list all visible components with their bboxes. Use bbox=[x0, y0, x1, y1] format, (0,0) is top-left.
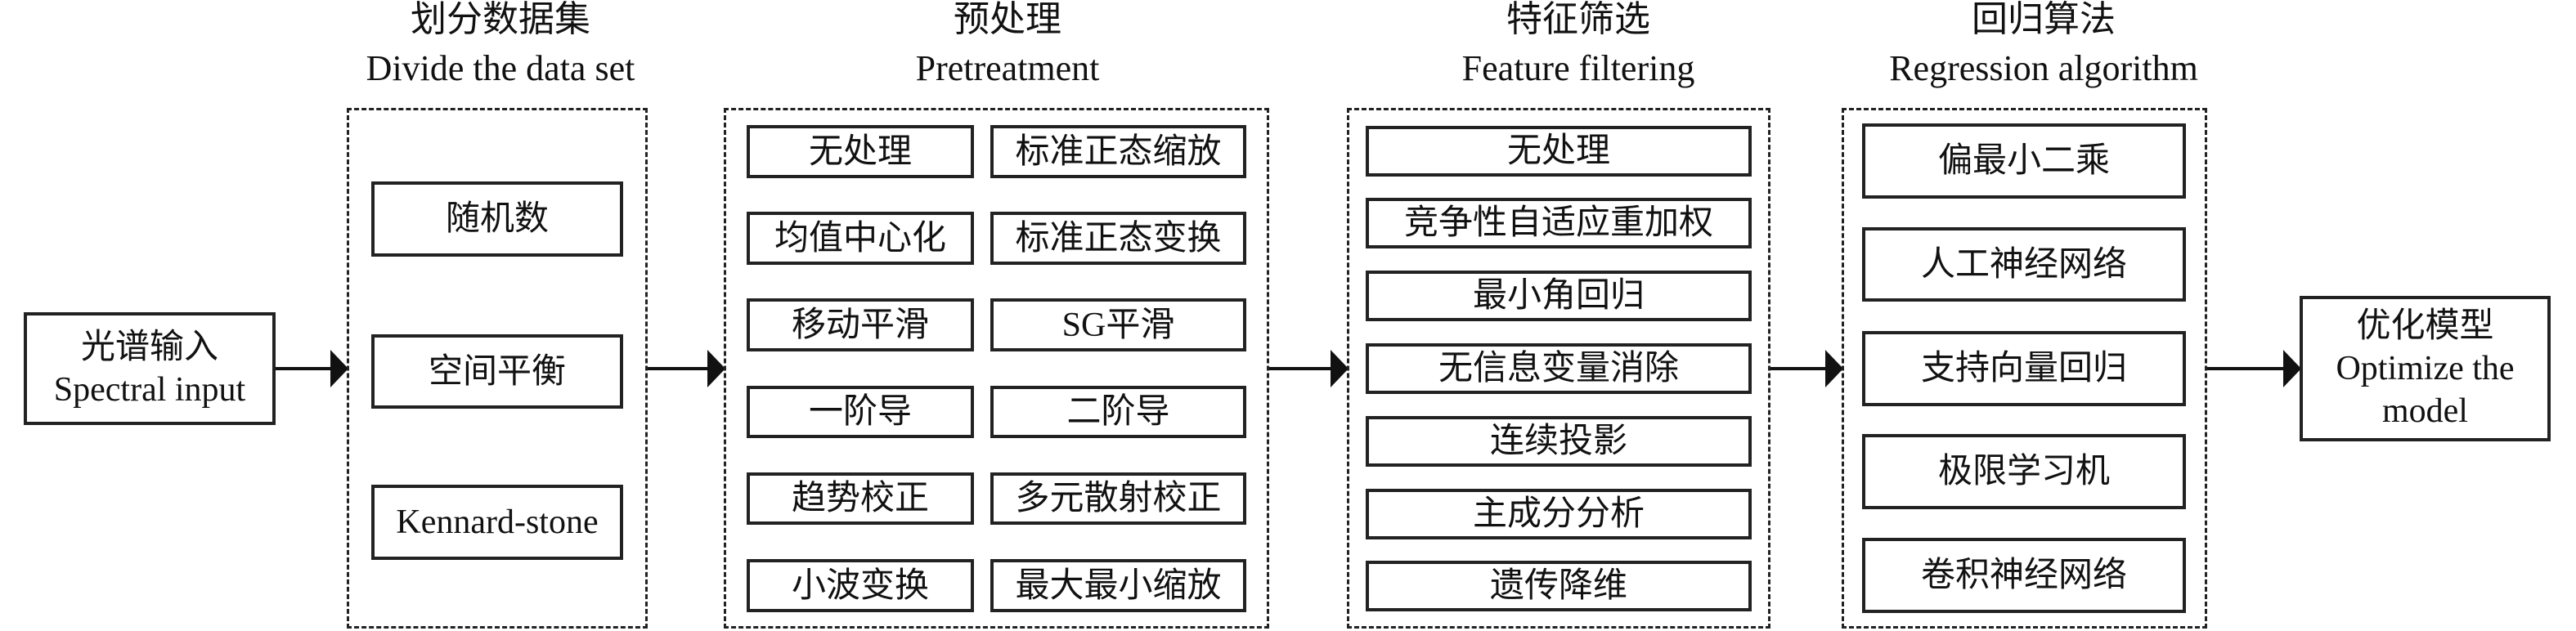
feature-title-en: Feature filtering bbox=[1461, 48, 1695, 88]
arrowhead-icon bbox=[1331, 350, 1349, 387]
optimize-model-box: 优化模型 Optimize the model bbox=[2300, 296, 2551, 441]
arrowhead-icon bbox=[1825, 350, 1843, 387]
pretreatment-method-box: 移动平滑 bbox=[747, 298, 974, 351]
pretreatment-title-cn: 预处理 bbox=[954, 0, 1061, 39]
arrowhead-icon bbox=[707, 350, 725, 387]
feature-stage-group bbox=[1347, 108, 1770, 629]
regression-method-box: 极限学习机 bbox=[1862, 434, 2186, 509]
pretreatment-method-box: 标准正态变换 bbox=[990, 212, 1246, 265]
divide-method-box: Kennard-stone bbox=[371, 485, 623, 560]
pretreatment-method-box: 多元散射校正 bbox=[990, 472, 1246, 525]
pretreatment-method-box: 最大最小缩放 bbox=[990, 559, 1246, 612]
pretreatment-method-box: 小波变换 bbox=[747, 559, 974, 612]
divide-title-en: Divide the data set bbox=[366, 48, 635, 88]
regression-title-en: Regression algorithm bbox=[1889, 48, 2198, 88]
pretreatment-title-en: Pretreatment bbox=[915, 48, 1100, 88]
regression-stage-group bbox=[1842, 108, 2207, 629]
feature-method-box: 主成分分析 bbox=[1366, 489, 1752, 539]
arrowhead-icon bbox=[330, 350, 348, 387]
output-label-en-1: Optimize the bbox=[2336, 350, 2515, 387]
input-label-cn: 光谱输入 bbox=[80, 329, 218, 366]
pretreatment-method-box: 趋势校正 bbox=[747, 472, 974, 525]
regression-method-box: 支持向量回归 bbox=[1862, 331, 2186, 406]
feature-method-box: 无处理 bbox=[1366, 126, 1752, 177]
pretreatment-method-box: 二阶导 bbox=[990, 386, 1246, 438]
regression-method-box: 人工神经网络 bbox=[1862, 227, 2186, 302]
feature-method-box: 竞争性自适应重加权 bbox=[1366, 198, 1752, 248]
output-label-en-2: model bbox=[2382, 392, 2468, 430]
pretreatment-stage-group bbox=[724, 108, 1269, 629]
feature-method-box: 遗传降维 bbox=[1366, 561, 1752, 611]
regression-method-box: 卷积神经网络 bbox=[1862, 538, 2186, 613]
feature-method-box: 最小角回归 bbox=[1366, 271, 1752, 321]
divide-method-box: 空间平衡 bbox=[371, 334, 623, 409]
regression-title-cn: 回归算法 bbox=[1972, 0, 2116, 39]
pretreatment-method-box: 一阶导 bbox=[747, 386, 974, 438]
pretreatment-method-box: 无处理 bbox=[747, 125, 974, 178]
feature-method-box: 连续投影 bbox=[1366, 416, 1752, 467]
output-label-cn: 优化模型 bbox=[2356, 307, 2494, 345]
feature-title-cn: 特征筛选 bbox=[1506, 0, 1650, 39]
pretreatment-method-box: SG平滑 bbox=[990, 298, 1246, 351]
regression-method-box: 偏最小二乘 bbox=[1862, 123, 2186, 199]
divide-stage-group bbox=[347, 108, 648, 629]
divide-method-box: 随机数 bbox=[371, 181, 623, 257]
feature-method-box: 无信息变量消除 bbox=[1366, 343, 1752, 394]
arrowhead-icon bbox=[2283, 350, 2301, 387]
spectral-input-box: 光谱输入 Spectral input bbox=[24, 312, 276, 425]
pretreatment-method-box: 均值中心化 bbox=[747, 212, 974, 265]
input-label-en: Spectral input bbox=[53, 371, 246, 409]
divide-title-cn: 划分数据集 bbox=[411, 0, 590, 39]
pretreatment-method-box: 标准正态缩放 bbox=[990, 125, 1246, 178]
